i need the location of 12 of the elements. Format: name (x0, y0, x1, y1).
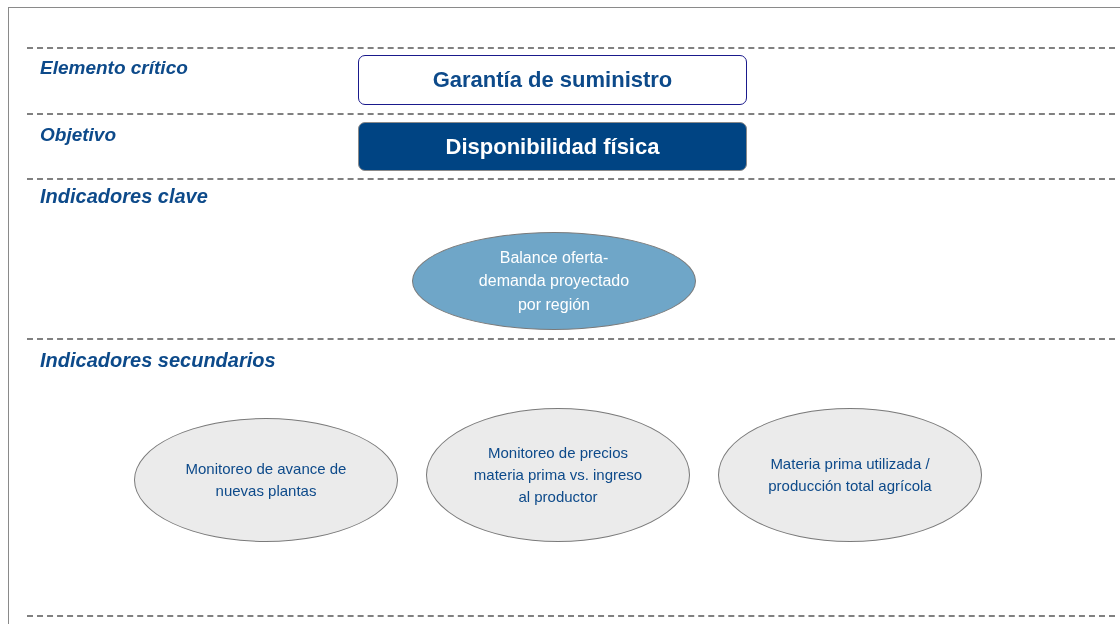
row-label: Elemento crítico (40, 57, 188, 79)
row-label: Objetivo (40, 124, 116, 146)
row-label: Indicadores clave (40, 185, 208, 208)
outline-box (358, 55, 747, 105)
row-label: Indicadores secundarios (40, 349, 276, 372)
node-text: Materia prima utilizada / producción total agrícola (767, 454, 933, 496)
node-text: Garantía de suministro (432, 67, 673, 93)
node-text: Monitoreo de avance de nuevas plantas (184, 459, 348, 501)
node-text: Monitoreo de precios materia prima vs. ingreso al productor (472, 443, 644, 507)
node-text: Balance oferta-demanda proyectado por región (477, 248, 631, 315)
filled-box (358, 122, 747, 171)
node-text: Disponibilidad física (445, 133, 660, 160)
